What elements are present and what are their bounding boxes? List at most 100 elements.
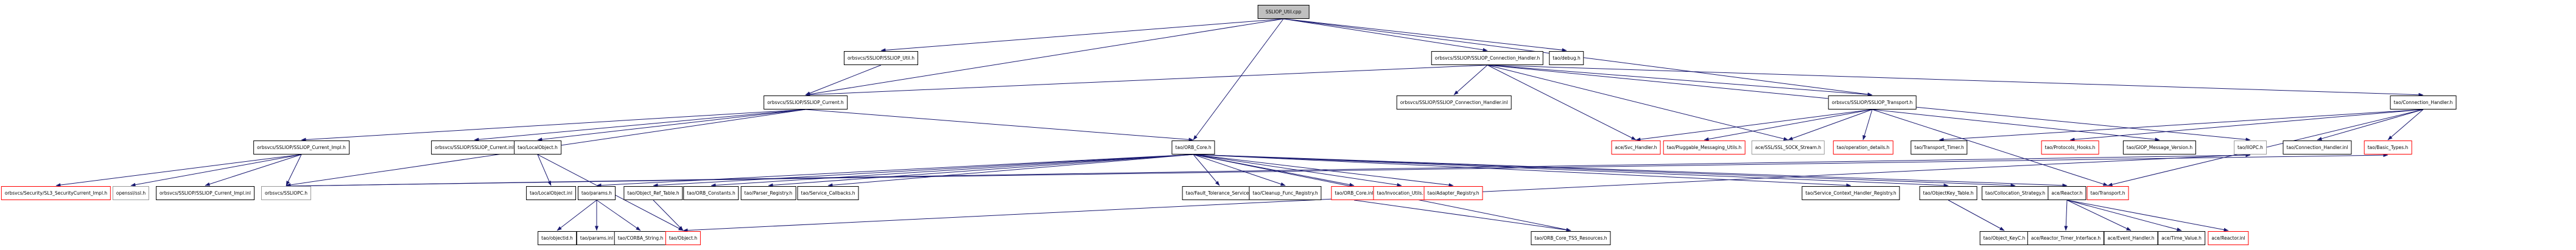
include-edge-lobj_h-lobj_inl [537, 154, 552, 186]
graph-node-cur_inl[interactable]: orbsvcs/SSLIOP/SSLIOP_Current.inl [431, 141, 518, 155]
graph-node-rti[interactable]: ace/Reactor_Timer_Interface.h [2027, 231, 2105, 245]
graph-node-openssl[interactable]: openssl/ssl.h [112, 186, 150, 200]
graph-node-adreg[interactable]: tao/Adapter_Registry.h [1423, 186, 1483, 200]
graph-node-svch[interactable]: ace/Svc_Handler.h [1611, 141, 1661, 155]
include-edge-cur_h-orbcore_h [805, 109, 1194, 142]
include-edge-orbcore_h-reactor_h [1193, 154, 2068, 187]
graph-node-btypes[interactable]: tao/Basic_Types.h [2364, 141, 2412, 155]
graph-node-cimpl_h[interactable]: orbsvcs/SSLIOP/SSLIOP_Current_Impl.h [253, 141, 349, 155]
graph-node-timeval[interactable]: ace/Time_Value.h [2158, 231, 2205, 245]
graph-node-invutils[interactable]: tao/Invocation_Utils.h [1373, 186, 1430, 200]
graph-node-okt[interactable]: tao/ObjectKey_Table.h [1919, 186, 1978, 200]
graph-node-params_h[interactable]: tao/params.h [577, 186, 616, 200]
include-edge-str_h-giopver [1872, 109, 2160, 142]
graph-node-fts[interactable]: tao/Fault_Tolerance_Service.h [1182, 186, 1257, 200]
graph-node-reactor_inl[interactable]: ace/Reactor.inl [2208, 231, 2249, 245]
include-edge-util_h-cur_h [805, 64, 882, 95]
graph-node-sch_inl[interactable]: orbsvcs/SSLIOP/SSLIOP_Connection_Handler… [1396, 95, 1512, 109]
graph-node-colloc[interactable]: tao/Collocation_Strategy.h [1981, 186, 2049, 200]
graph-node-transport[interactable]: tao/Transport.h [2086, 186, 2129, 200]
include-edge-orbcore_h-schr [1193, 154, 1851, 187]
include-edge-cimpl_h-ssliopc [286, 154, 302, 186]
include-edge-ssliopc-btypes [286, 153, 2388, 187]
include-edge-sch_h-svch [1487, 64, 1637, 141]
graph-node-okeyc[interactable]: tao/Object_KeyC.h [1979, 231, 2029, 245]
include-edge-str_h-sslsock [1788, 109, 1873, 141]
include-edge-root-util_h [880, 18, 1284, 52]
include-edge-sch_h-sch_inl [1453, 64, 1488, 95]
include-edge-cimpl_h-cimpl_inl [205, 154, 302, 186]
graph-node-orbcore_inl[interactable]: tao/ORB_Core.inl [1331, 186, 1377, 200]
graph-node-cimpl_inl[interactable]: orbsvcs/SSLIOP/SSLIOP_Current_Impl.inl [156, 186, 254, 200]
graph-node-svccb[interactable]: tao/Service_Callbacks.h [797, 186, 859, 200]
graph-node-reactor_h[interactable]: ace/Reactor.h [2048, 186, 2086, 200]
include-edge-tch_h-ttimer [1939, 109, 2424, 142]
include-edge-cimpl_h-sl3 [55, 154, 302, 187]
include-edge-ssliopc-iiopc [286, 153, 2251, 187]
graph-node-sch_h[interactable]: orbsvcs/SSLIOP/SSLIOP_Connection_Handler… [1431, 51, 1544, 65]
include-edge-orbcore_h-cfr [1193, 154, 1286, 186]
graph-node-lobj_h[interactable]: tao/LocalObject.h [514, 141, 561, 155]
include-edge-orbcore_h-okt [1193, 154, 1949, 187]
include-edge-tch_h-phooks [2069, 109, 2424, 142]
include-edge-reactor_h-rti [2064, 200, 2068, 231]
graph-node-params_inl[interactable]: tao/params.inl [576, 231, 617, 245]
graph-root-node: SSLIOP_Util.cpp [1257, 5, 1310, 19]
include-edge-sch_h-str_h [1487, 64, 1873, 97]
graph-node-orbcore_h[interactable]: tao/ORB_Core.h [1171, 141, 1215, 155]
include-edge-reactor_h-timeval [2066, 200, 2182, 231]
graph-node-orbconst[interactable]: tao/ORB_Constants.h [683, 186, 739, 200]
graph-node-sslsock[interactable]: ace/SSL/SSL_SOCK_Stream.h [1751, 141, 1825, 155]
graph-node-tss[interactable]: tao/ORB_Core_TSS_Resources.h [1531, 231, 1611, 245]
graph-node-object_h[interactable]: tao/Object.h [665, 231, 701, 245]
include-edge-str_h-pmu [1704, 109, 1873, 141]
include-edge-cur_h-cur_inl [474, 109, 806, 142]
graph-node-cfr[interactable]: tao/Cleanup_Func_Registry.h [1249, 186, 1322, 200]
include-edge-root-orbcore_h [1193, 18, 1284, 141]
graph-node-debug[interactable]: tao/debug.h [1549, 51, 1584, 65]
include-edge-orbcore_inl-tss [1353, 200, 1571, 232]
include-edge-root-sch_h [1283, 18, 1488, 52]
graph-node-util_h[interactable]: orbsvcs/SSLIOP/SSLIOP_Util.h [843, 51, 919, 65]
include-edge-str_h-transport [1872, 109, 2108, 186]
include-edge-str_h-svch [1635, 109, 1873, 142]
graph-node-ttimer[interactable]: tao/Transport_Timer.h [1911, 141, 1968, 155]
include-edge-sch_h-tch_h [1487, 64, 2424, 97]
include-edge-orbcore_h-svccb [827, 154, 1194, 187]
include-edge-orbcore_h-ort [653, 154, 1194, 187]
graph-node-phooks[interactable]: tao/Protocols_Hooks.h [2041, 141, 2099, 155]
include-edge-cur_h-cimpl_h [301, 109, 806, 142]
include-edge-tch_h-btypes [2387, 109, 2424, 141]
graph-node-iiopc[interactable]: tao/IIOPC.h [2234, 141, 2267, 155]
include-edge-reactor_h-evh [2066, 200, 2132, 231]
include-edge-tch_h-tch_inl [2317, 109, 2424, 141]
graph-node-str_h[interactable]: orbsvcs/SSLIOP/SSLIOP_Transport.h [1828, 95, 1917, 109]
include-edge-cur_h-lobj_h [537, 109, 806, 142]
include-edge-cimpl_h-openssl [130, 154, 302, 187]
graph-node-parser[interactable]: tao/Parser_Registry.h [740, 186, 796, 200]
include-edge-ort-object_h [653, 200, 684, 231]
graph-node-ort[interactable]: tao/Object_Ref_Table.h [623, 186, 683, 200]
include-edge-orbcore_h-orbconst [711, 154, 1194, 187]
include-edge-str_h-opdet [1862, 109, 1873, 141]
include-edge-orbcore_h-colloc [1193, 154, 2016, 187]
graph-node-corba_str[interactable]: tao/CORBA_String.h [614, 231, 667, 245]
graph-node-sl3[interactable]: orbsvcs/Security/SL3_SecurityCurrent_Imp… [1, 186, 111, 200]
graph-node-pmu[interactable]: tao/Pluggable_Messaging_Utils.h [1663, 141, 1746, 155]
include-edge-params_h-corba_str [596, 200, 641, 231]
graph-node-opdet[interactable]: tao/operation_details.h [1833, 141, 1893, 155]
graph-node-lobj_inl[interactable]: tao/LocalObject.inl [526, 186, 576, 200]
graph-node-cur_h[interactable]: orbsvcs/SSLIOP/SSLIOP_Current.h [763, 95, 848, 109]
include-edge-sch_h-sslsock [1487, 64, 1789, 141]
graph-node-objectid[interactable]: tao/objectid.h [538, 231, 577, 245]
graph-node-schr[interactable]: tao/Service_Context_Handler_Registry.h [1802, 186, 1900, 200]
graph-node-evh[interactable]: ace/Event_Handler.h [2104, 231, 2158, 245]
graph-node-tch_inl[interactable]: tao/Connection_Handler.inl [2283, 141, 2352, 155]
include-edge-params_h-objectid [556, 200, 597, 231]
include-edge-okt-okeyc [1948, 200, 2005, 231]
graph-node-tch_h[interactable]: tao/Connection_Handler.h [2390, 95, 2457, 109]
graph-node-ssliopc[interactable]: orbsvcs/SSLIOPC.h [261, 186, 312, 200]
graph-node-giopver[interactable]: tao/GIOP_Message_Version.h [2122, 141, 2197, 155]
include-edge-sch_h-cur_h [805, 64, 1488, 97]
